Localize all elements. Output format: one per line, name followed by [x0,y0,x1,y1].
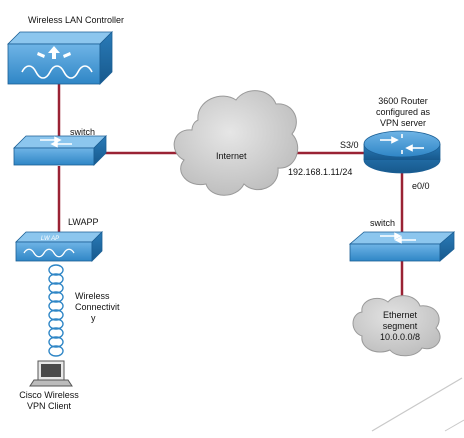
svg-text:LW AP: LW AP [41,236,59,242]
s3-0-label: S3/0 [340,140,359,150]
router-label: 3600 Router configured as VPN server [375,96,431,128]
switch-icon[interactable] [348,231,456,262]
ip-label: 192.168.1.11/24 [288,167,353,177]
laptop-icon[interactable] [29,360,73,387]
router-icon[interactable] [363,130,441,174]
cloud-icon [352,295,441,357]
wireless-signal [48,264,64,357]
switch-right-label: switch [370,218,396,228]
e0-0-label: e0/0 [412,181,430,191]
wireless-lan-controller-icon[interactable] [7,31,113,85]
switch-left-label: switch [70,127,96,137]
client-label: Cisco Wireless VPN Client [19,390,79,411]
wlc-label: Wireless LAN Controller [28,15,125,25]
cloud-icon [173,90,299,196]
decorative-corner [371,377,464,432]
internet-label: Internet [216,151,247,161]
switch-icon[interactable] [13,135,107,166]
wireless-connectivity-label: Wireless Connectivit y [75,291,120,323]
lwapp-label: LWAPP [68,217,99,227]
lightweight-access-point-icon[interactable]: LW AP [15,231,103,262]
ethernet-segment-label: Ethernet segment 10.0.0.0/8 [379,310,421,342]
